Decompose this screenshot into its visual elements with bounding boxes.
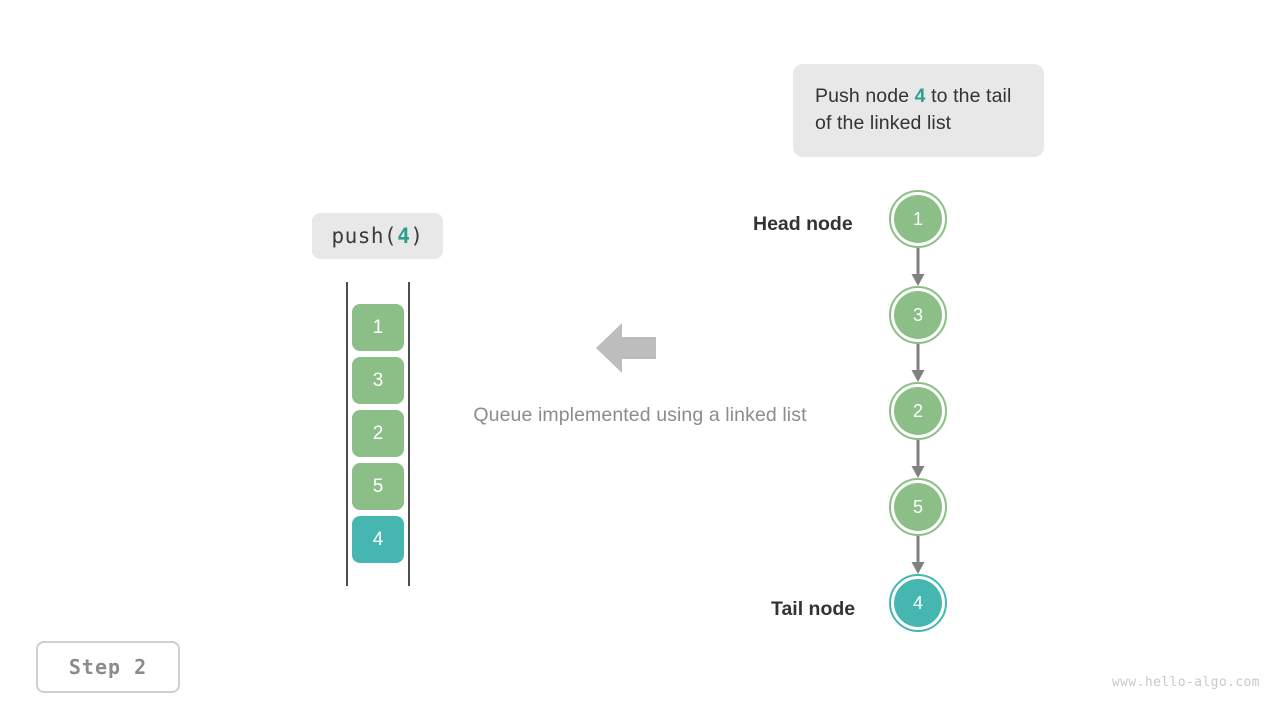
queue-cell-value: 1: [372, 316, 384, 338]
linked-list-node-fill: 1: [894, 195, 942, 243]
node-connector-arrow: [909, 344, 927, 382]
callout-highlight-value: 4: [914, 85, 926, 107]
linked-list-node-fill: 4: [894, 579, 942, 627]
node-connector-arrow: [909, 248, 927, 286]
queue-column: 1 3 2 5 4: [340, 282, 416, 586]
linked-list-node-value: 2: [912, 400, 923, 421]
linked-list-node-fill: 5: [894, 483, 942, 531]
linked-list-node: 4: [889, 574, 947, 632]
linked-list-node-value: 4: [912, 592, 923, 613]
queue-cell-value: 2: [372, 422, 384, 444]
node-connector-arrow: [909, 536, 927, 574]
linked-list-node: 3: [889, 286, 947, 344]
node-connector-arrow: [909, 440, 927, 478]
queue-cell-value: 5: [372, 475, 384, 497]
queue-cell: 3: [352, 357, 404, 404]
linked-list-node: 1: [889, 190, 947, 248]
head-node-label: Head node: [753, 213, 853, 235]
step-badge: Step 2: [36, 641, 180, 693]
operation-label: push(4): [312, 213, 443, 259]
diagram-caption: Queue implemented using a linked list: [473, 404, 807, 426]
callout-text-after: to the tail of the linked list: [815, 85, 1012, 134]
linked-list-node: 5: [889, 478, 947, 536]
tail-node-label: Tail node: [771, 598, 856, 620]
linked-list-node-value: 1: [912, 208, 923, 229]
linked-list: 1 3 2 5 4: [880, 190, 960, 642]
operation-prefix: push(: [331, 224, 398, 248]
queue-cell: 4: [352, 516, 404, 563]
watermark: www.hello-algo.com: [1111, 675, 1260, 690]
linked-list-node: 2: [889, 382, 947, 440]
left-arrow-icon: [596, 320, 656, 376]
queue-cell-list: 1 3 2 5 4: [352, 304, 404, 569]
queue-rail-left: [346, 282, 348, 586]
queue-cell-value: 4: [372, 528, 384, 550]
linked-list-node-fill: 2: [894, 387, 942, 435]
operation-suffix: ): [410, 224, 424, 248]
queue-cell: 1: [352, 304, 404, 351]
linked-list-node-value: 3: [912, 304, 923, 325]
callout-text-before: Push node: [815, 85, 915, 107]
queue-rail-right: [408, 282, 410, 586]
operation-argument: 4: [397, 224, 411, 248]
queue-cell: 2: [352, 410, 404, 457]
callout-box: Push node 4 to the tail of the linked li…: [793, 64, 1044, 157]
queue-cell: 5: [352, 463, 404, 510]
linked-list-node-value: 5: [912, 496, 923, 517]
queue-cell-value: 3: [372, 369, 384, 391]
linked-list-node-fill: 3: [894, 291, 942, 339]
